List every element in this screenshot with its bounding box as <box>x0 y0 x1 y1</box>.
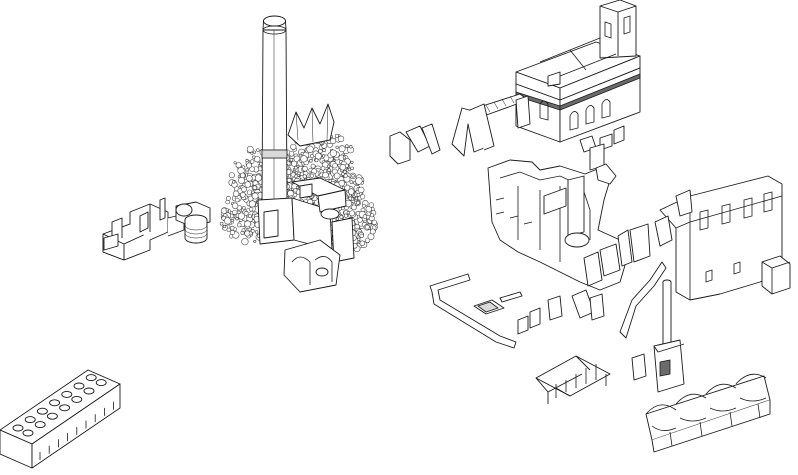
chimney-tower-with-trees <box>257 15 355 293</box>
block-hole <box>12 424 24 432</box>
perforated-block <box>0 369 121 469</box>
block-hole <box>22 429 34 437</box>
long-wing-ruin <box>654 175 791 301</box>
block-hole <box>85 374 97 382</box>
block-hole <box>34 421 46 429</box>
block-hole <box>24 416 36 424</box>
block-hole <box>73 382 85 390</box>
block-hole <box>95 379 107 387</box>
block-hole <box>46 412 58 420</box>
block-hole <box>71 395 83 403</box>
vaulted-arches <box>645 373 771 453</box>
storage-tank <box>175 201 211 244</box>
block-hole <box>49 399 61 407</box>
tower-hall-building <box>469 0 641 143</box>
block-hole <box>36 407 48 415</box>
block-hole <box>59 404 71 412</box>
block-hole <box>83 387 95 395</box>
pipe-frame <box>429 261 667 349</box>
small-pump-house <box>102 197 185 261</box>
block-hole <box>61 390 73 398</box>
small-chimney <box>631 279 685 393</box>
shed-roof <box>535 355 611 404</box>
ruined-hall-walls <box>487 143 651 321</box>
